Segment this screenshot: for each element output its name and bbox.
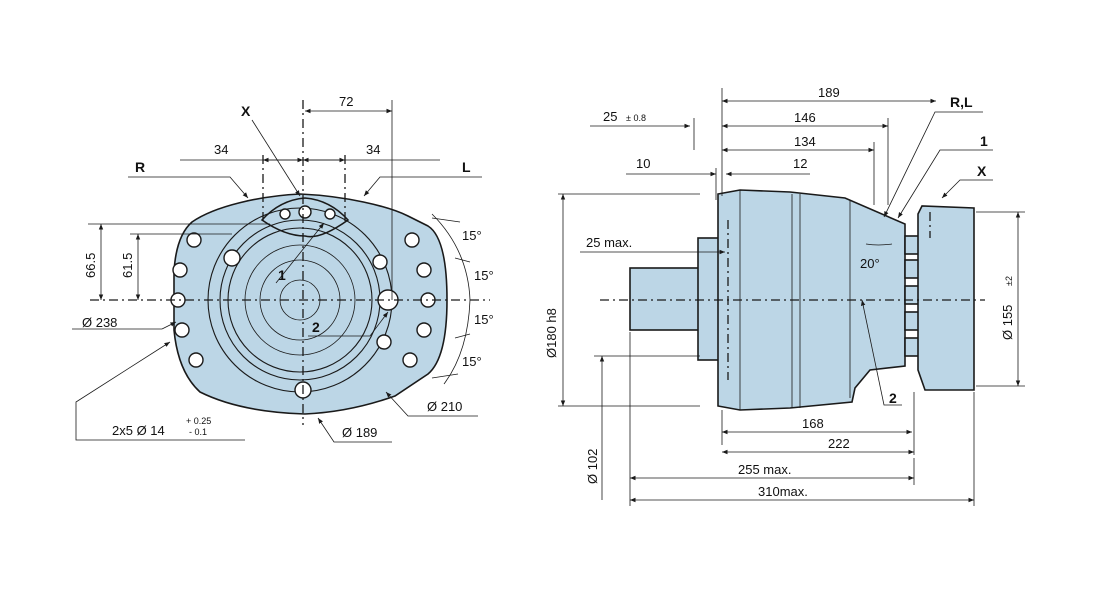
dim-222: 222 (828, 436, 850, 451)
dim-12: 12 (793, 156, 807, 171)
dim-168: 168 (802, 416, 824, 431)
inner-port-left (223, 249, 241, 267)
dim-bolt-tol-upper: + 0.25 (186, 416, 211, 426)
dim-61-5: 61.5 (120, 253, 135, 278)
shaft (629, 267, 701, 331)
dim-d189-front: Ø 189 (342, 425, 377, 440)
dim-146: 146 (794, 110, 816, 125)
dim-25-tol: 25 (603, 109, 617, 124)
rear-cover (917, 205, 975, 391)
front-housing (173, 193, 448, 415)
dim-10: 10 (636, 156, 650, 171)
label-port2-side: 2 (889, 390, 897, 406)
label-rl: R,L (950, 94, 973, 110)
valve-fins (904, 235, 920, 357)
angle-20: 20° (860, 256, 880, 271)
dim-310max: 310max. (758, 484, 808, 499)
side-view: 189 146 134 25 ± 0.8 10 12 25 max. Ø180 … (544, 85, 1025, 506)
angle-15-4: 15° (462, 354, 482, 369)
bolt-holes (170, 205, 436, 399)
label-port1-side: 1 (980, 133, 988, 149)
dim-d238: Ø 238 (82, 315, 117, 330)
angle-15-1: 15° (462, 228, 482, 243)
label-port2-front: 2 (312, 319, 320, 335)
dim-d155: Ø 155 (1000, 305, 1015, 340)
dim-d155-tol: ±2 (1004, 276, 1014, 286)
dim-d102: Ø 102 (585, 449, 600, 484)
inner-port-right-top (372, 254, 388, 270)
dim-66-5: 66.5 (83, 253, 98, 278)
dim-25max: 25 max. (586, 235, 632, 250)
label-l: L (462, 159, 471, 175)
dim-bolt-holes: 2x5 Ø 14 (112, 423, 165, 438)
dim-d210: Ø 210 (427, 399, 462, 414)
angle-15-3: 15° (474, 312, 494, 327)
dim-255max: 255 max. (738, 462, 791, 477)
dim-34-left: 34 (214, 142, 228, 157)
dim-189-side: 189 (818, 85, 840, 100)
pilot (697, 237, 721, 361)
label-r: R (135, 159, 145, 175)
dim-134: 134 (794, 134, 816, 149)
angle-15-2: 15° (474, 268, 494, 283)
dim-72: 72 (339, 94, 353, 109)
dim-d180h8: Ø180 h8 (544, 308, 559, 358)
label-x-side: X (977, 163, 987, 179)
inner-port-right-bottom (376, 334, 392, 350)
label-x-front: X (241, 103, 251, 119)
front-view: 72 X 34 34 R L 66.5 61.5 1 2 Ø 238 2x5 Ø… (72, 94, 494, 443)
dim-25-tol-suffix: ± 0.8 (626, 113, 646, 123)
dim-34-right: 34 (366, 142, 380, 157)
dim-bolt-tol-lower: - 0.1 (189, 427, 207, 437)
